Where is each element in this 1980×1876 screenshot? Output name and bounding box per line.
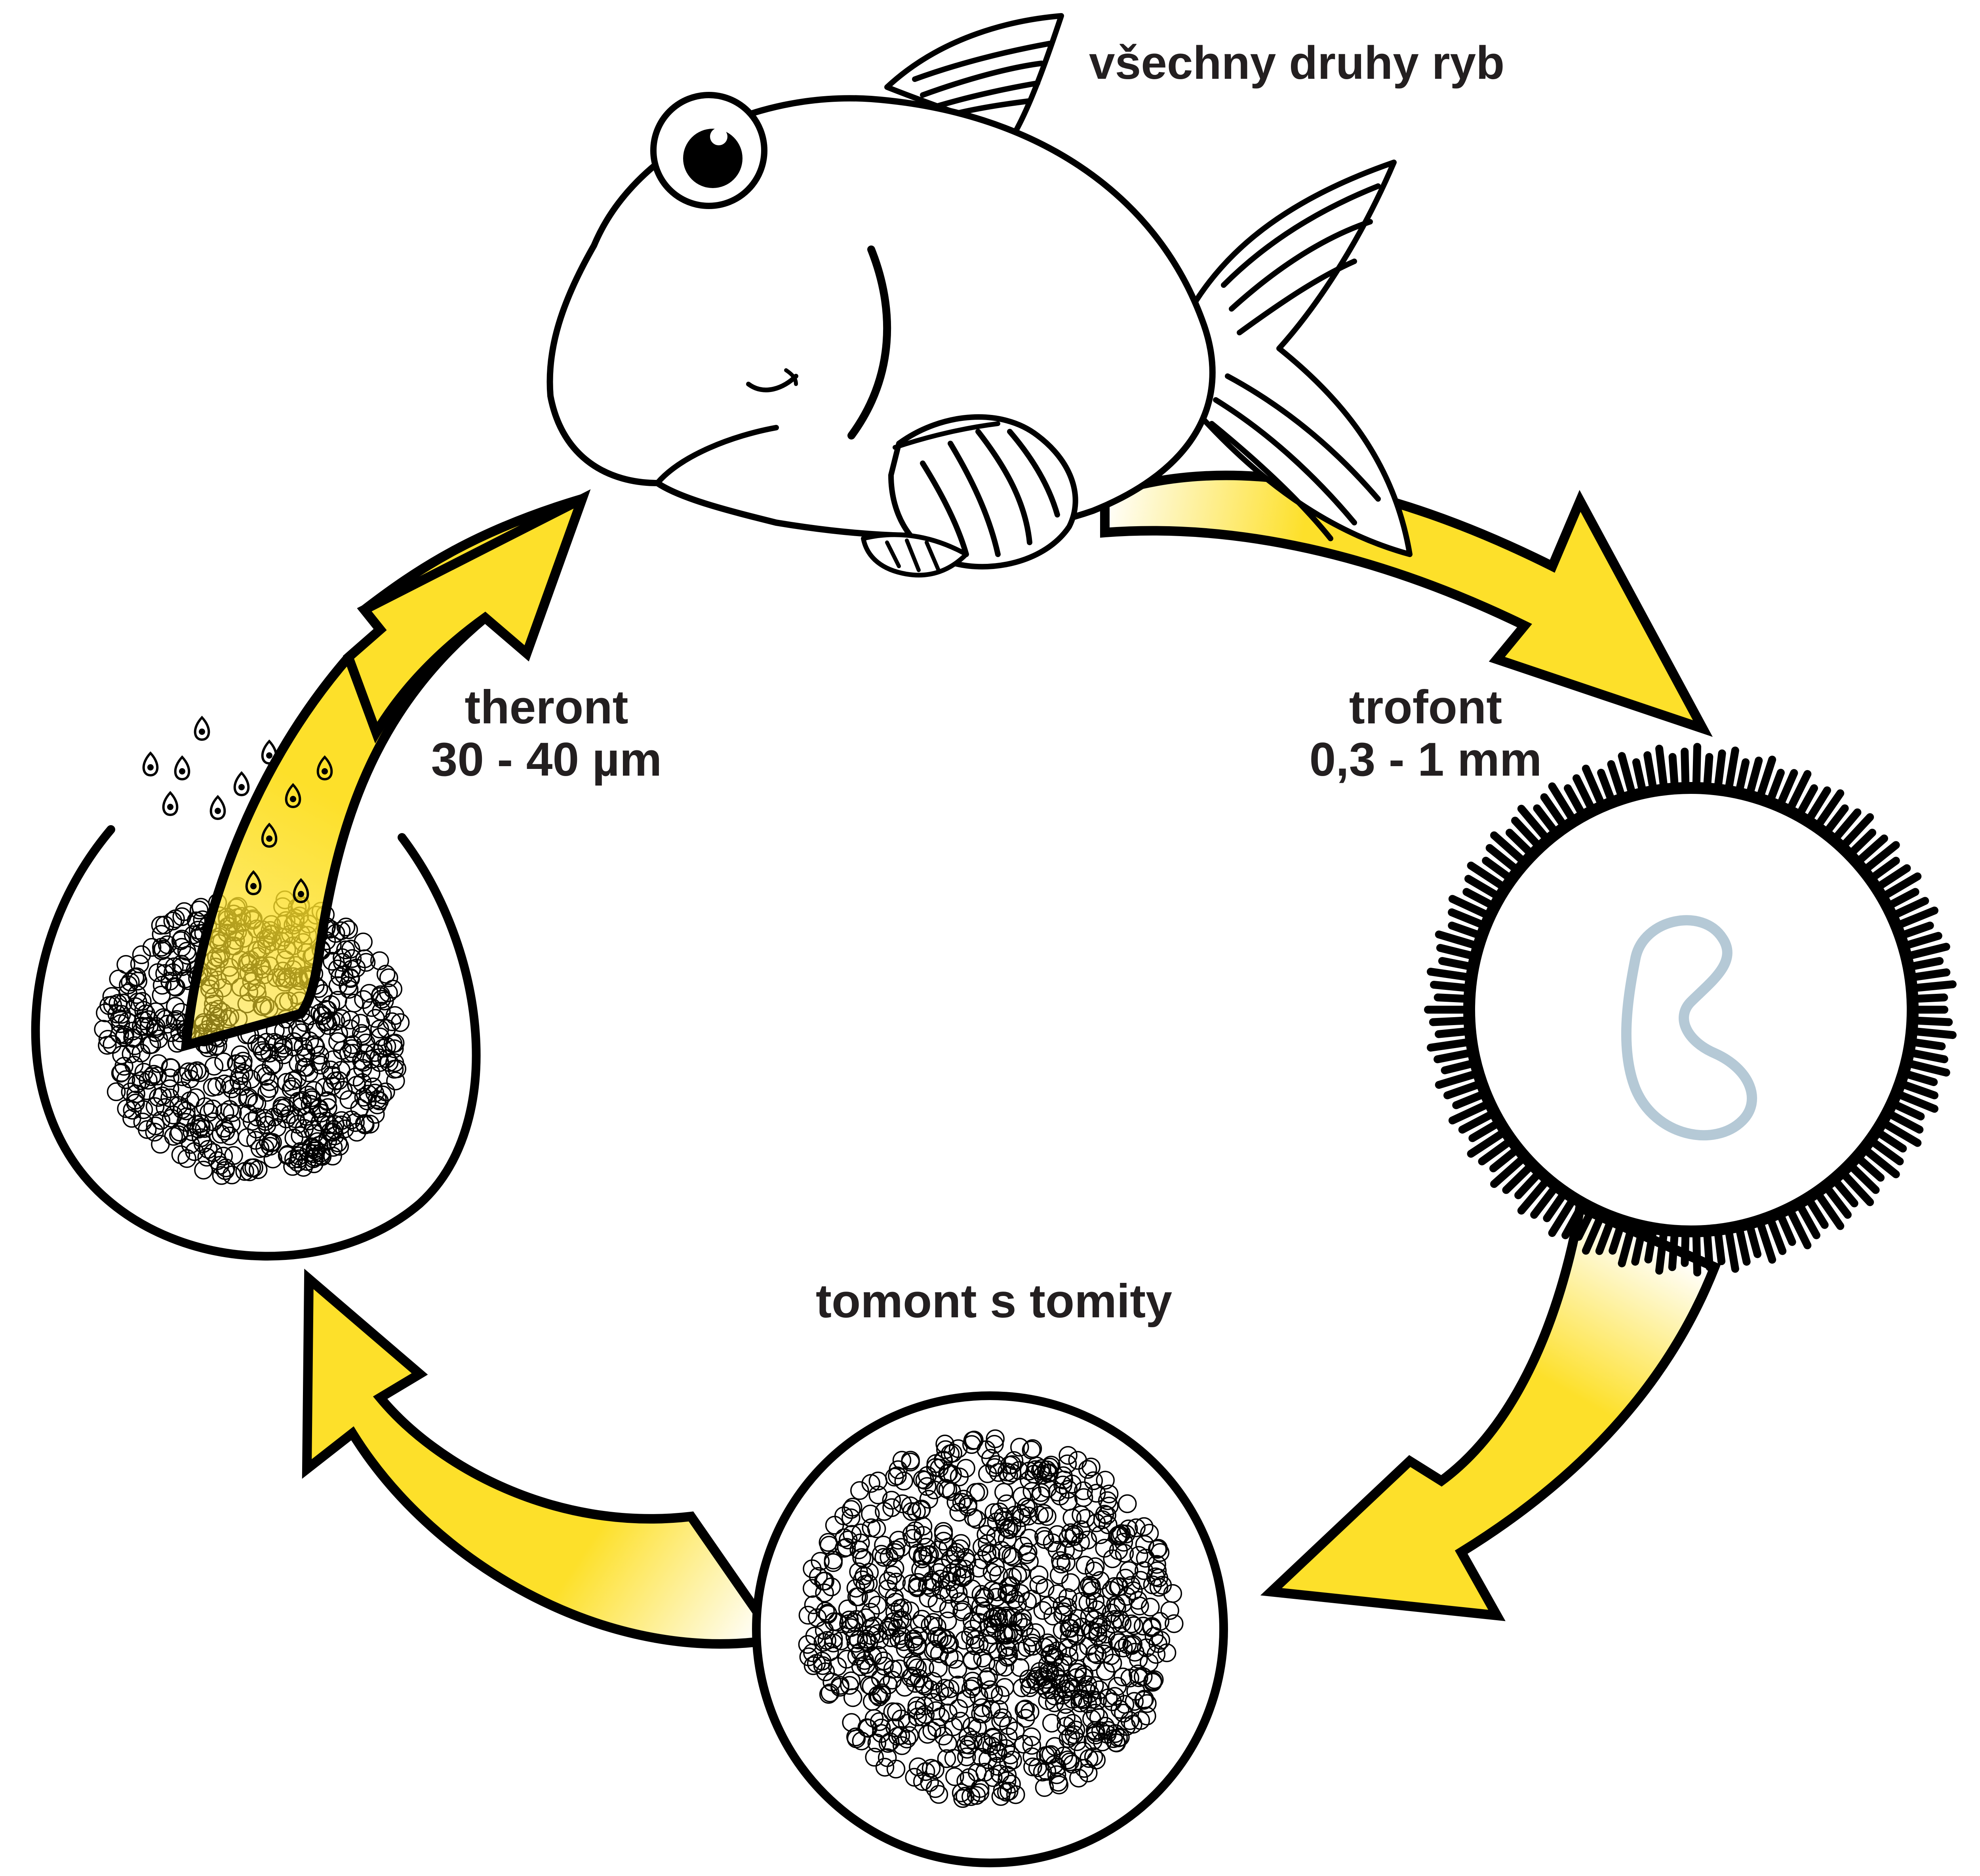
tomite (215, 1053, 232, 1071)
theront-nucleus (147, 764, 154, 771)
theront-nucleus (238, 784, 245, 790)
cilium (1911, 1031, 1953, 1035)
arrow-tomont-to-cyst (307, 1279, 776, 1644)
tomite (187, 1089, 205, 1106)
theront-nucleus (290, 796, 296, 802)
cilium (1431, 1042, 1472, 1048)
tomont (756, 1396, 1224, 1863)
tomite (161, 1069, 179, 1086)
arrow-trofont-to-tomont (1271, 1208, 1715, 1615)
cilium (1659, 1230, 1664, 1271)
trofont (1428, 747, 1953, 1273)
cilium (1728, 751, 1735, 791)
tomite (95, 1021, 112, 1038)
cilium (1696, 747, 1698, 788)
tomite (152, 986, 170, 1004)
cilium (1431, 972, 1472, 978)
trofont-size: 0,3 - 1 mm (1267, 733, 1584, 786)
host-label: všechny druhy ryb (1089, 38, 1504, 89)
theront-nucleus (298, 891, 304, 897)
tomite (200, 1104, 218, 1121)
theront-size: 30 - 40 µm (408, 733, 685, 786)
theront-nucleus (322, 768, 328, 774)
cilium (1659, 749, 1664, 790)
cilium (1906, 947, 1946, 957)
theront-nucleus (167, 804, 173, 810)
cilium (1906, 1063, 1946, 1073)
cilium (1728, 1228, 1735, 1269)
tomite (195, 1161, 212, 1179)
fish-host (550, 16, 1410, 575)
trofont-label: trofont 0,3 - 1 mm (1267, 681, 1584, 786)
tomite (354, 933, 372, 951)
theront-nucleus (250, 883, 257, 889)
cilium (1696, 1231, 1698, 1273)
theront-nucleus (266, 835, 272, 842)
theront-nucleus (266, 752, 272, 759)
tomite (110, 970, 127, 988)
eye-highlight (710, 128, 727, 145)
theront-label: theront 30 - 40 µm (408, 681, 685, 786)
fish-body (550, 98, 1212, 536)
tomite (387, 1072, 404, 1090)
theront-nucleus (215, 808, 221, 814)
tomite (150, 1055, 167, 1072)
theront-nucleus (179, 768, 185, 774)
theront-nucleus (199, 729, 205, 735)
theront-name: theront (408, 681, 685, 733)
trofont-name: trofont (1267, 681, 1584, 733)
tomont-label: tomont s tomity (776, 1275, 1212, 1327)
tomite (317, 1001, 335, 1018)
cilium (1911, 984, 1953, 988)
